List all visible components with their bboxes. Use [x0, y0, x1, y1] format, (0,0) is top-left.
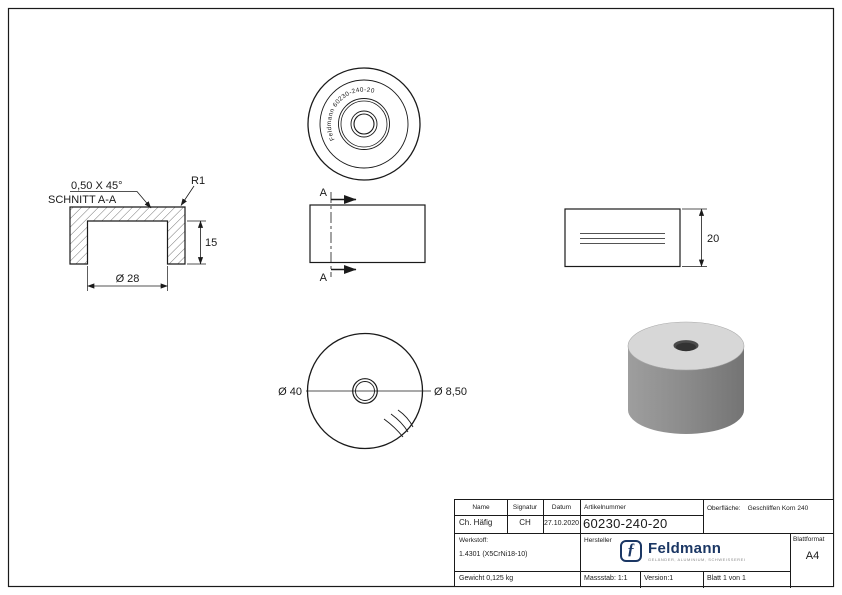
top-view-ring: [340, 100, 388, 148]
author-signature: CH: [519, 518, 531, 527]
grind-mark-arc: [383, 418, 404, 438]
section-arrow-label-bottom: A: [320, 272, 328, 284]
side-view-outline: [564, 208, 681, 268]
sheet-count-value: Blatt 1 von 1: [707, 575, 746, 582]
side-view-outline: [309, 204, 426, 264]
divider: [790, 533, 791, 588]
chamfer-dimension: 0,50 X 45°: [71, 180, 123, 192]
divider: [543, 500, 544, 533]
format-label: Blattformat: [793, 536, 825, 543]
depth-dimension: 15: [205, 237, 217, 249]
brand-tagline: GELÄNDER, ALUMINIUM, SCHWEISSEREI: [648, 556, 746, 562]
divider: [455, 571, 790, 572]
column-header-signature: Signatur: [512, 504, 538, 511]
material-value: 1.4301 (X5CrNi18-10): [459, 551, 528, 558]
weight-value: Gewicht 0,125 kg: [459, 575, 514, 582]
iso-3d-view: [627, 321, 745, 434]
section-title: SCHNITT A-A: [48, 194, 117, 206]
scale-value: Massstab: 1:1: [584, 575, 628, 582]
divider: [580, 500, 581, 586]
side-view-section-marked: A A: [309, 187, 426, 284]
divider: [640, 571, 641, 588]
column-header-date: Datum: [551, 504, 572, 511]
side-view-dimensioned: 20: [564, 208, 719, 268]
divider: [703, 571, 704, 588]
top-view-ring: [338, 98, 390, 150]
radius-dimension: R1: [191, 175, 205, 187]
material-label: Werkstoff:: [459, 537, 489, 544]
section-view: 0,50 X 45° R1 SCHNITT A-A Ø 28 15: [48, 175, 217, 291]
chamfer-leader-line: [70, 191, 152, 209]
version-value: Version:1: [644, 575, 674, 582]
height-dimension: 20: [707, 233, 719, 245]
surface-value: Geschliffen Korn 240: [747, 505, 809, 512]
top-view-ring: [319, 79, 409, 169]
title-block: Name Signatur Datum Artikelnummer Oberfl…: [454, 499, 834, 588]
surface-label: Oberfläche:: [707, 505, 741, 512]
recess-diameter-dimension: Ø 28: [116, 273, 140, 285]
cylinder-side-face: [628, 346, 744, 434]
column-header-name: Name: [472, 504, 490, 511]
top-view-hole: [353, 113, 375, 135]
feldmann-logo: ƒ Feldmann GELÄNDER, ALUMINIUM, SCHWEISS…: [620, 540, 746, 562]
feldmann-logo-icon: ƒ: [620, 540, 642, 562]
drawing-date: 27.10.2020: [543, 520, 580, 527]
hole-diameter-dimension: Ø 8,50: [434, 386, 467, 398]
cylinder-hole-depth: [676, 342, 696, 352]
top-view-outer-circle: [307, 67, 421, 181]
manufacturer-label: Hersteller: [584, 537, 612, 544]
divider: [455, 515, 703, 516]
grind-mark-arc: [397, 409, 414, 428]
surface-row: Oberfläche: Geschliffen Korn 240: [707, 505, 808, 512]
section-material-hatched: [69, 206, 186, 265]
outer-diameter-dimension: Ø 40: [278, 386, 302, 398]
divider: [703, 500, 704, 533]
radius-leader-line: [180, 185, 195, 206]
column-header-article: Artikelnummer: [584, 504, 626, 511]
divider: [455, 533, 833, 534]
grind-mark-arc: [390, 413, 409, 433]
author-name: Ch. Häfig: [459, 518, 493, 527]
format-value: A4: [805, 550, 820, 562]
divider: [507, 500, 508, 533]
front-view: Ø 40 Ø 8,50: [278, 332, 467, 450]
top-view-hole-chamfer: [350, 110, 378, 138]
article-number: 60230-240-20: [583, 516, 668, 531]
section-arrow-label-top: A: [320, 187, 328, 199]
brand-name: Feldmann: [648, 539, 722, 557]
sheet-frame: [7, 7, 835, 588]
top-view: Feldmann 60230-240-20: [307, 67, 421, 181]
